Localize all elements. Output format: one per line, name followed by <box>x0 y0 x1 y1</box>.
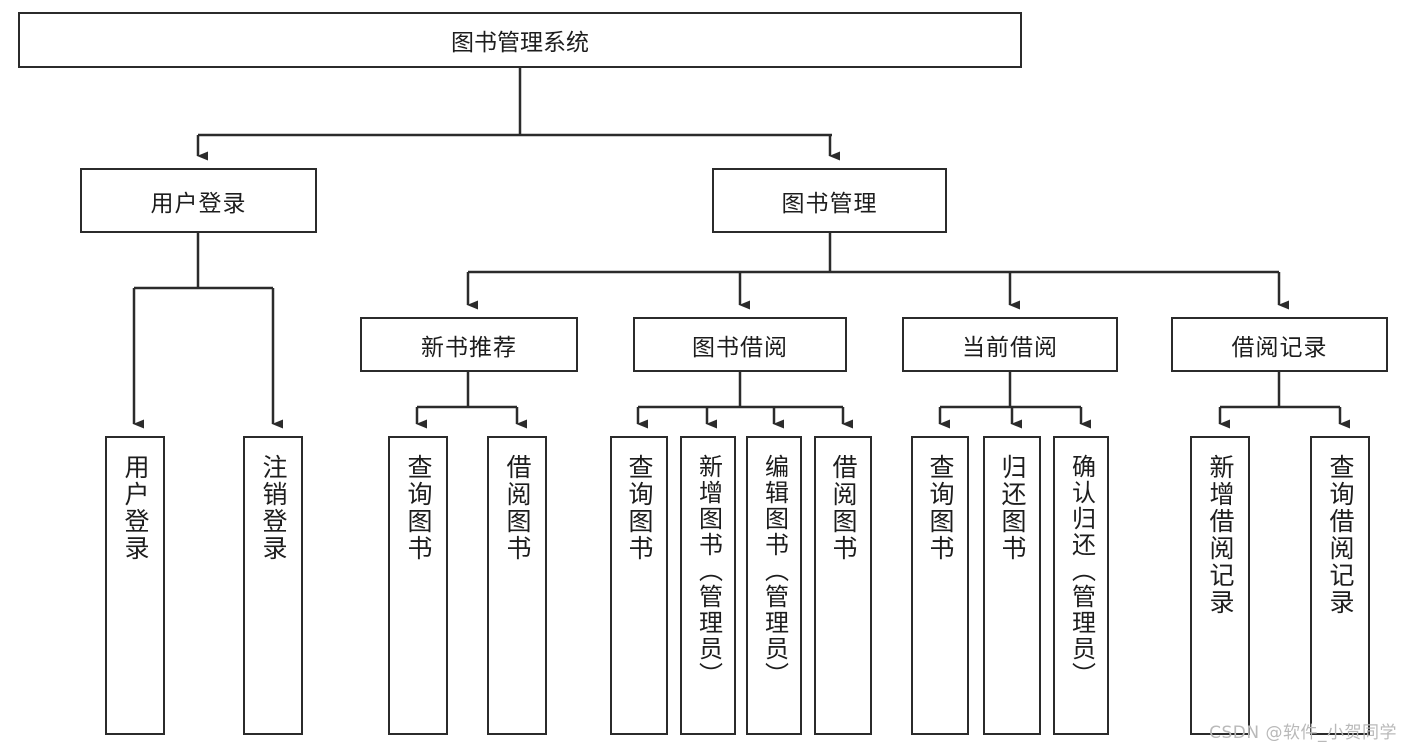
watermark-text: CSDN @软件_小贺同学 <box>1209 723 1397 743</box>
leaf-query-book-current[interactable]: 查询图书 <box>911 436 969 735</box>
node-book-management[interactable]: 图书管理 <box>712 168 947 233</box>
leaf-query-book-borrow[interactable]: 查询图书 <box>610 436 668 735</box>
leaf-user-login[interactable]: 用户登录 <box>105 436 165 735</box>
leaf-borrow-book-recommend[interactable]: 借阅图书 <box>487 436 547 735</box>
leaf-borrow-book[interactable]: 借阅图书 <box>814 436 872 735</box>
node-borrow-record[interactable]: 借阅记录 <box>1171 317 1388 372</box>
leaf-edit-book-admin[interactable]: 编辑图书（管理员） <box>746 436 802 735</box>
node-book-borrow[interactable]: 图书借阅 <box>633 317 847 372</box>
leaf-confirm-return-admin[interactable]: 确认归还（管理员） <box>1053 436 1109 735</box>
leaf-user-logout[interactable]: 注销登录 <box>243 436 303 735</box>
leaf-add-book-admin[interactable]: 新增图书（管理员） <box>680 436 736 735</box>
leaf-query-book-recommend[interactable]: 查询图书 <box>388 436 448 735</box>
node-user-login[interactable]: 用户登录 <box>80 168 317 233</box>
node-current-borrow[interactable]: 当前借阅 <box>902 317 1118 372</box>
leaf-query-borrow-record[interactable]: 查询借阅记录 <box>1310 436 1370 735</box>
node-new-book-recommend[interactable]: 新书推荐 <box>360 317 578 372</box>
leaf-return-book[interactable]: 归还图书 <box>983 436 1041 735</box>
leaf-add-borrow-record[interactable]: 新增借阅记录 <box>1190 436 1250 735</box>
node-root-system[interactable]: 图书管理系统 <box>18 12 1022 68</box>
